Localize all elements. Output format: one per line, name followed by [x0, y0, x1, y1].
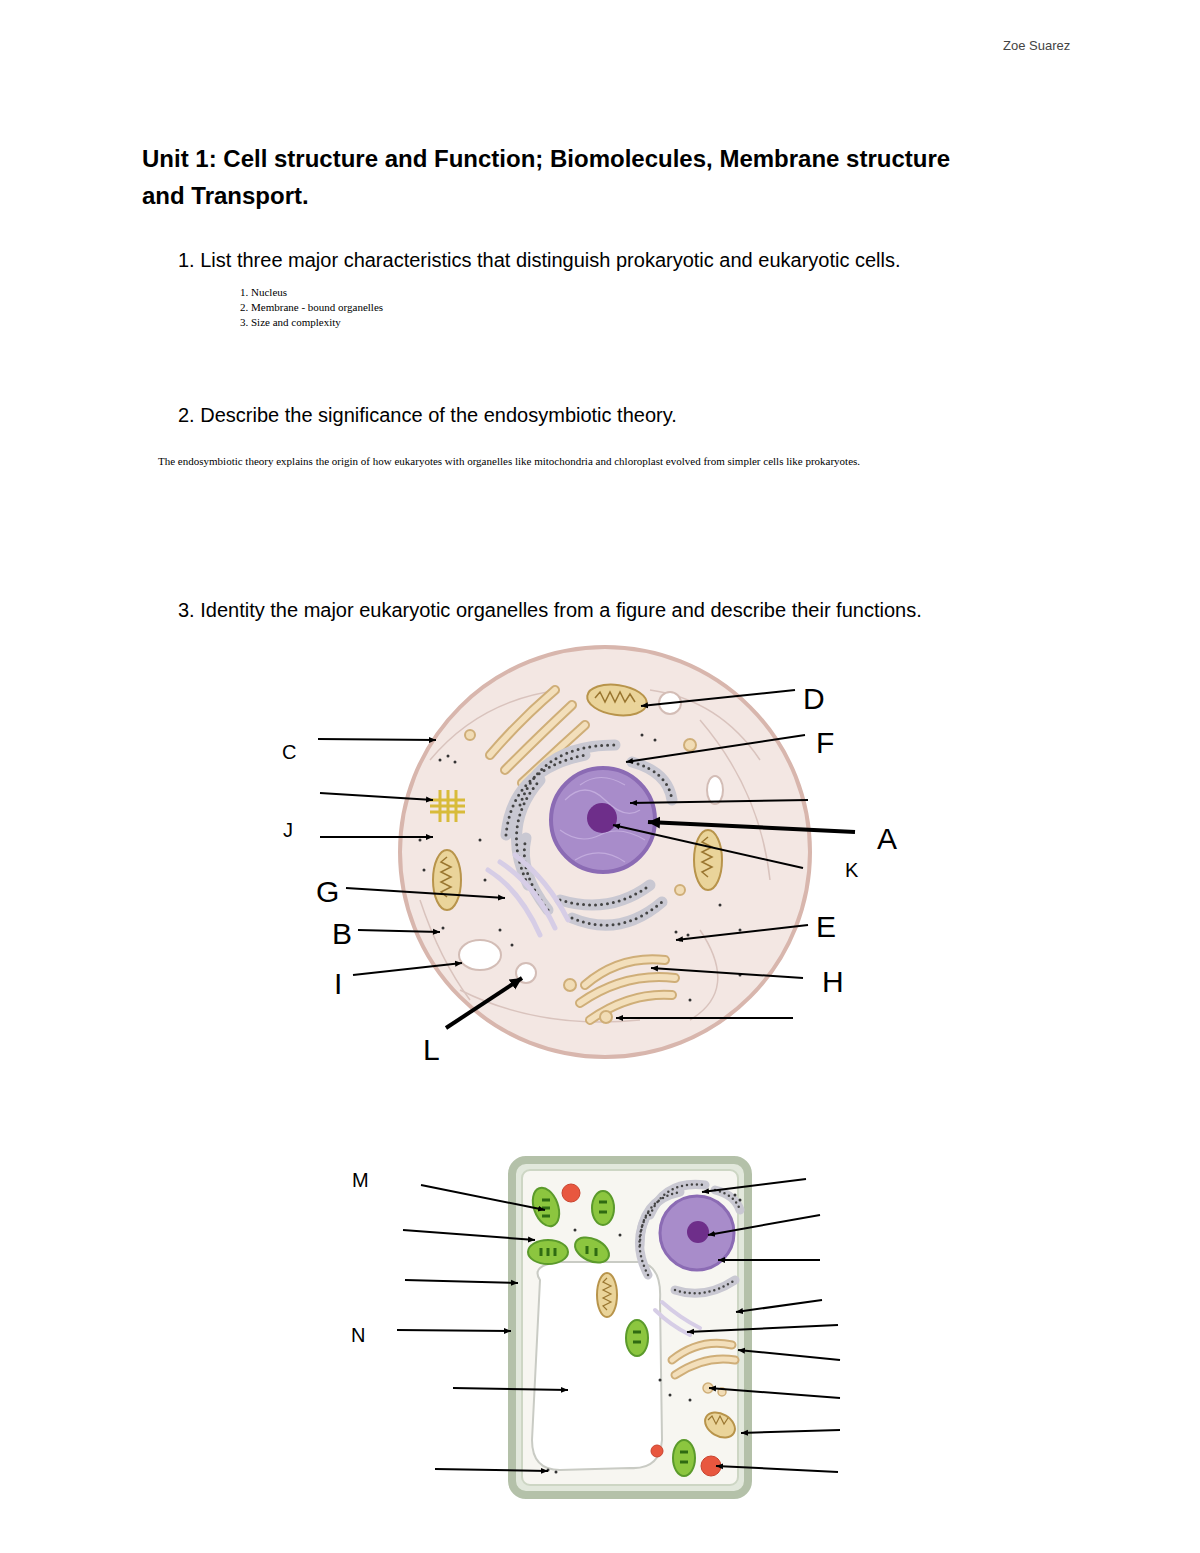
- callout-letter: D: [803, 681, 825, 717]
- question: 1. List three major characteristics that…: [178, 248, 1172, 272]
- plant-cell: [512, 1160, 748, 1495]
- callout-letter: K: [845, 858, 858, 882]
- callout-letter: G: [316, 874, 339, 910]
- callout-letter: N: [351, 1323, 365, 1347]
- student-name: Zoe Suarez: [1003, 38, 1070, 54]
- animal-cell: [400, 647, 810, 1057]
- callout-letter: M: [352, 1168, 369, 1192]
- callout-letter: L: [423, 1032, 440, 1068]
- callout-letter: C: [282, 740, 296, 764]
- callout-letter: E: [816, 909, 836, 945]
- callout-letter: A: [877, 821, 897, 857]
- leader-lines: [397, 1179, 840, 1472]
- answer-item: 3. Size and complexity: [240, 316, 341, 329]
- callout-letter: I: [334, 966, 342, 1002]
- answer-text: The endosymbiotic theory explains the or…: [158, 455, 1053, 468]
- callout-letter: F: [816, 725, 834, 761]
- callout-letter: H: [822, 964, 844, 1000]
- callout-letter: J: [283, 818, 293, 842]
- worksheet-title: Unit 1: Cell structure and Function; Bio…: [142, 140, 954, 214]
- answer-item: 2. Membrane - bound organelles: [240, 301, 383, 314]
- answer-item: 1. Nucleus: [240, 286, 287, 299]
- question: 3. Identity the major eukaryotic organel…: [178, 597, 1012, 623]
- question: 2. Describe the significance of the endo…: [178, 403, 1172, 427]
- callout-letter: B: [332, 916, 352, 952]
- leader-lines: [318, 690, 855, 1028]
